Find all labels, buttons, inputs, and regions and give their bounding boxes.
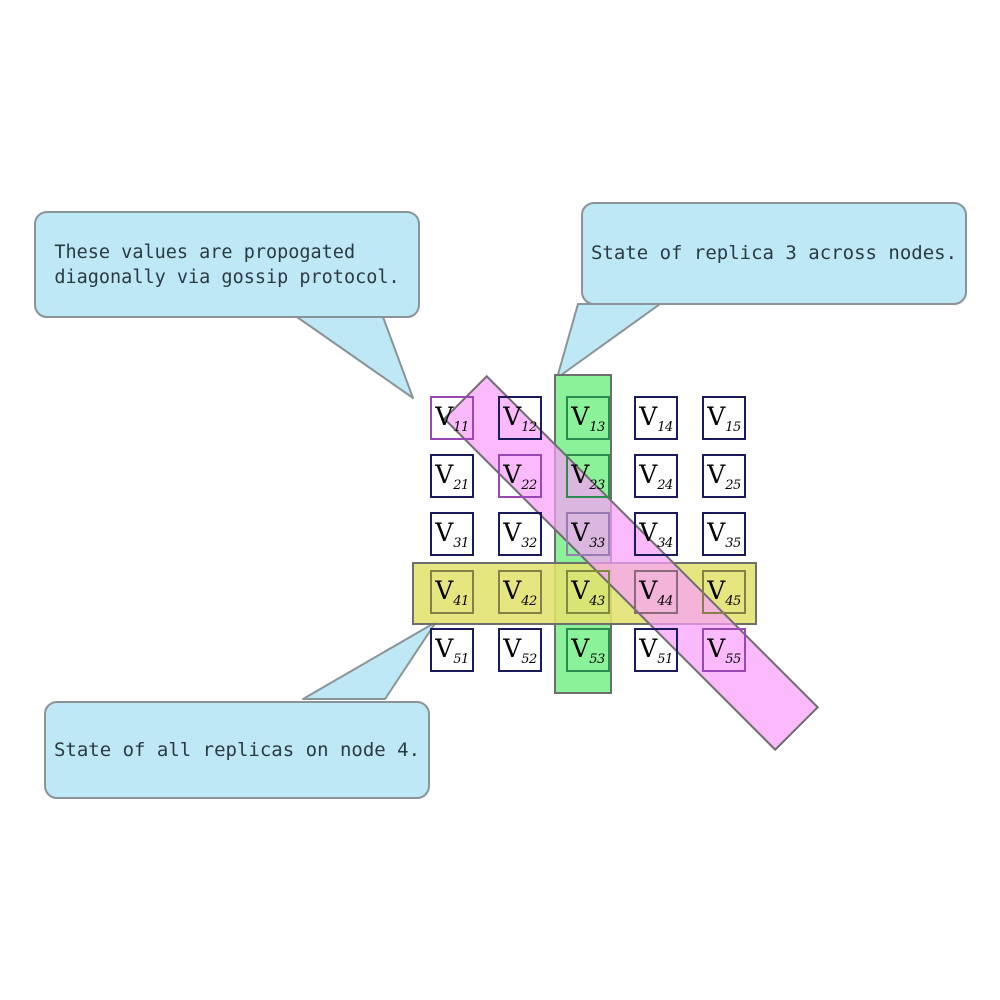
cell-subscript: 42 [521,594,537,609]
matrix-cell-v52[interactable]: V52 [498,628,542,672]
matrix-cell-v21[interactable]: V21 [430,454,474,498]
cell-label: V45 [707,576,741,609]
cell-label: V35 [707,518,741,551]
cell-subscript: 21 [453,478,469,493]
matrix-cell-v51[interactable]: V51 [634,628,678,672]
cell-subscript: 25 [725,478,741,493]
matrix-cell-v35[interactable]: V35 [702,512,746,556]
matrix-cell-v14[interactable]: V14 [634,396,678,440]
matrix-cell-v41[interactable]: V41 [430,570,474,614]
cell-subscript: 51 [453,652,469,667]
cell-subscript: 41 [453,594,469,609]
cell-label: V51 [435,634,469,667]
cell-label: V25 [707,460,741,493]
cell-subscript: 14 [657,420,673,435]
cell-label: V15 [707,402,741,435]
cell-subscript: 44 [657,594,673,609]
cell-label: V23 [571,460,605,493]
matrix-cell-v51[interactable]: V51 [430,628,474,672]
cell-subscript: 34 [657,536,673,551]
matrix-cell-v42[interactable]: V42 [498,570,542,614]
cell-label: V32 [503,518,537,551]
cell-label: V43 [571,576,605,609]
cell-subscript: 23 [589,478,605,493]
cell-subscript: 31 [453,536,469,551]
cell-subscript: 43 [589,594,605,609]
matrix-cell-v43[interactable]: V43 [566,570,610,614]
cell-label: V31 [435,518,469,551]
cell-subscript: 12 [521,420,537,435]
cell-label: V13 [571,402,605,435]
cell-label: V11 [435,402,469,435]
matrix-cell-v13[interactable]: V13 [566,396,610,440]
cell-label: V14 [639,402,673,435]
cell-subscript: 52 [521,652,537,667]
matrix-cell-v31[interactable]: V31 [430,512,474,556]
cell-subscript: 15 [725,420,741,435]
callout-replica-3-text: State of replica 3 across nodes. [590,242,958,264]
cell-subscript: 51 [657,652,673,667]
matrix-cell-v23[interactable]: V23 [566,454,610,498]
cell-subscript: 53 [589,652,605,667]
cell-subscript: 45 [725,594,741,609]
matrix-cell-v12[interactable]: V12 [498,396,542,440]
cell-label: V55 [707,634,741,667]
matrix-cell-v55[interactable]: V55 [702,628,746,672]
callout-tail-node4 [302,621,437,700]
cell-label: V12 [503,402,537,435]
cell-subscript: 32 [521,536,537,551]
cell-subscript: 55 [725,652,741,667]
matrix-cell-v44[interactable]: V44 [634,570,678,614]
cell-label: V24 [639,460,673,493]
matrix-cell-v53[interactable]: V53 [566,628,610,672]
matrix-cell-v11[interactable]: V11 [430,396,474,440]
matrix-cell-v25[interactable]: V25 [702,454,746,498]
cell-subscript: 24 [657,478,673,493]
matrix-cell-v34[interactable]: V34 [634,512,678,556]
cell-label: V41 [435,576,469,609]
matrix-cell-v33[interactable]: V33 [566,512,610,556]
matrix-cell-v15[interactable]: V15 [702,396,746,440]
cell-subscript: 33 [589,536,605,551]
cell-subscript: 11 [453,420,469,435]
callout-gossip-protocol[interactable]: These values are propogated diagonally v… [34,211,420,318]
cell-label: V22 [503,460,537,493]
matrix-cell-v24[interactable]: V24 [634,454,678,498]
matrix-cell-v32[interactable]: V32 [498,512,542,556]
cell-label: V33 [571,518,605,551]
callout-gossip-text: These values are propogated diagonally v… [54,241,400,288]
cell-subscript: 22 [521,478,537,493]
cell-label: V34 [639,518,673,551]
matrix-cell-v22[interactable]: V22 [498,454,542,498]
cell-label: V21 [435,460,469,493]
cell-label: V44 [639,576,673,609]
cell-subscript: 35 [725,536,741,551]
callout-node-4[interactable]: State of all replicas on node 4. [44,701,430,799]
cell-label: V53 [571,634,605,667]
cell-label: V42 [503,576,537,609]
callout-replica-3[interactable]: State of replica 3 across nodes. [581,202,967,305]
cell-label: V52 [503,634,537,667]
matrix-cell-v45[interactable]: V45 [702,570,746,614]
callout-node-4-text: State of all replicas on node 4. [53,738,421,761]
cell-label: V51 [639,634,673,667]
cell-subscript: 13 [589,420,605,435]
